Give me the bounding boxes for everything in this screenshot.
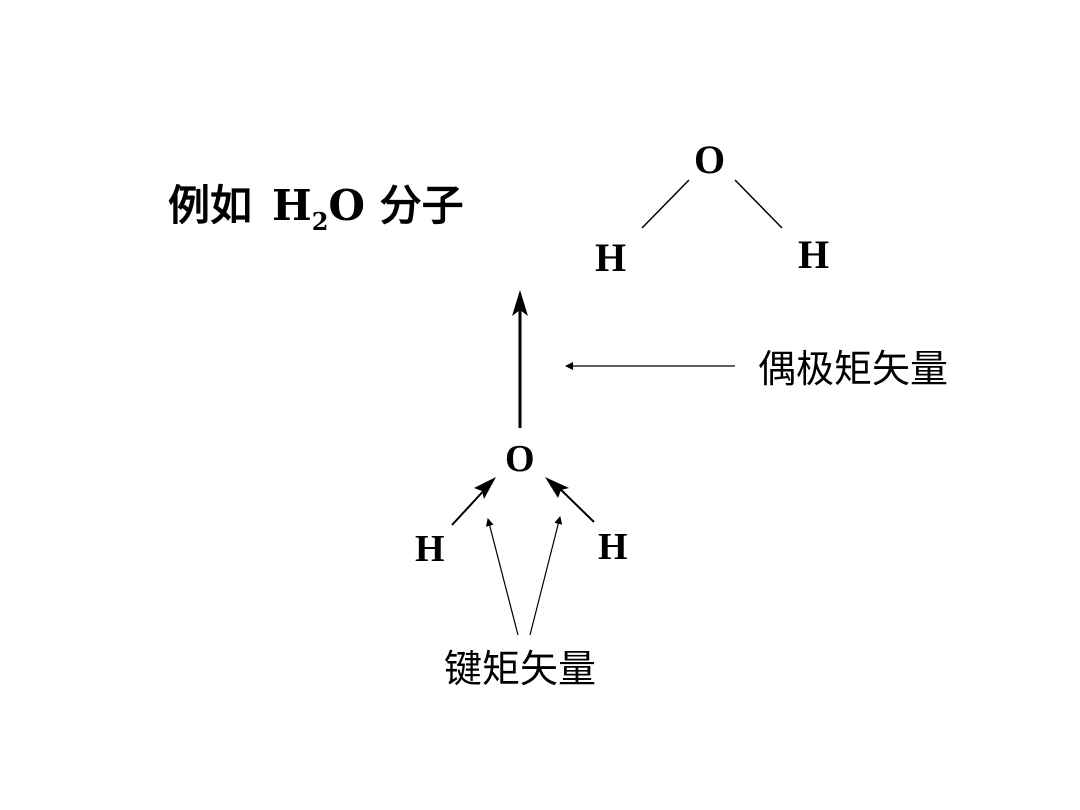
- top-bond-left: [641, 179, 690, 229]
- top-hydrogen-left: H: [595, 235, 627, 280]
- top-oxygen: O: [694, 137, 726, 182]
- bond-vector-label: 键矩矢量: [444, 647, 597, 691]
- formula-h: H: [272, 181, 312, 230]
- formula-o: O: [328, 181, 365, 230]
- bottom-oxygen: O: [505, 438, 535, 480]
- bond-pointer-right: [529, 516, 563, 636]
- bond-pointer-left: [485, 518, 519, 636]
- bond-arrowhead-right: [545, 477, 569, 498]
- formula-subscript: 2: [311, 207, 329, 236]
- dipole-arrowhead: [512, 290, 528, 316]
- bond-arrow-right: [554, 483, 595, 523]
- title-prefix: 例如: [168, 181, 253, 230]
- bond-arrowhead-left: [474, 477, 496, 499]
- bond-arrow-left: [451, 485, 489, 526]
- slide-title: 例如 H2O 分子: [168, 172, 464, 236]
- top-hydrogen-right: H: [798, 232, 830, 277]
- title-suffix: 分子: [379, 181, 464, 230]
- bottom-hydrogen-left: H: [415, 528, 445, 570]
- top-bond-right: [734, 179, 783, 229]
- bottom-hydrogen-right: H: [598, 526, 628, 568]
- dipole-vector-label: 偶极矩矢量: [758, 347, 949, 391]
